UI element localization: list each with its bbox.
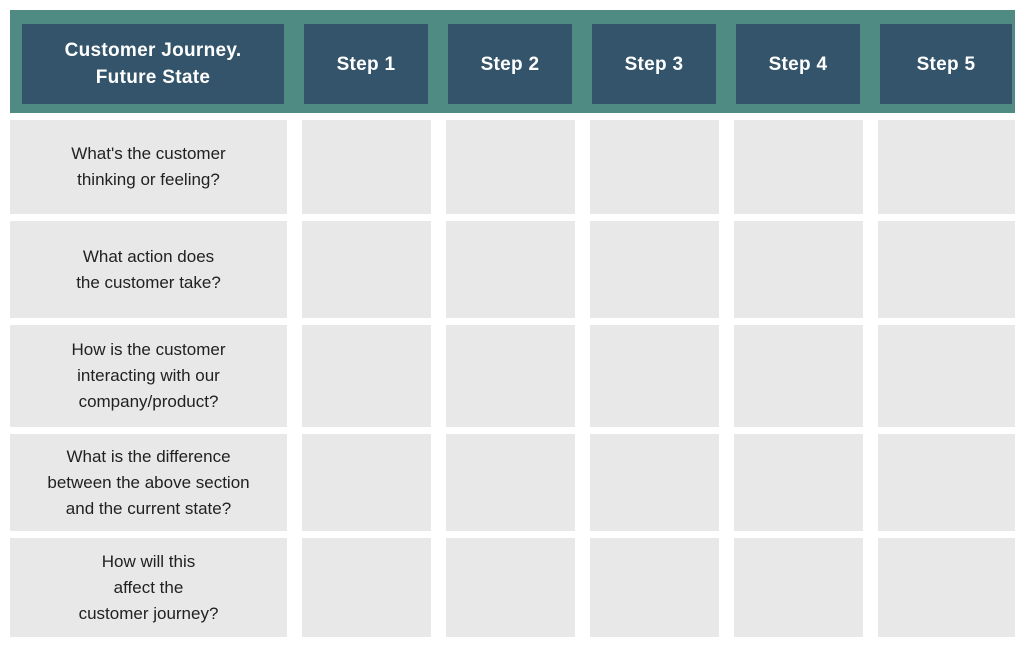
cell-row2-step5[interactable] <box>878 221 1015 318</box>
cell-row5-step3[interactable] <box>590 538 719 637</box>
cell-row1-step4[interactable] <box>734 120 863 214</box>
column-header-step-1: Step 1 <box>304 24 428 104</box>
cell-row5-step4[interactable] <box>734 538 863 637</box>
cell-row2-step4[interactable] <box>734 221 863 318</box>
cell-row3-step1[interactable] <box>302 325 431 427</box>
cell-row1-step3[interactable] <box>590 120 719 214</box>
row-label-customer-action: What action does the customer take? <box>10 221 287 318</box>
column-header-step-4: Step 4 <box>736 24 860 104</box>
cell-row1-step5[interactable] <box>878 120 1015 214</box>
column-header-step-3: Step 3 <box>592 24 716 104</box>
cell-row4-step4[interactable] <box>734 434 863 531</box>
row-label-interaction: How is the customer interacting with our… <box>10 325 287 427</box>
corner-header-cell: Customer Journey. Future State <box>22 24 284 104</box>
cell-row1-step2[interactable] <box>446 120 575 214</box>
cell-row4-step5[interactable] <box>878 434 1015 531</box>
row-label-affect-journey: How will this affect the customer journe… <box>10 538 287 637</box>
cell-row5-step1[interactable] <box>302 538 431 637</box>
cell-row3-step3[interactable] <box>590 325 719 427</box>
cell-row4-step3[interactable] <box>590 434 719 531</box>
cell-row5-step5[interactable] <box>878 538 1015 637</box>
cell-row1-step1[interactable] <box>302 120 431 214</box>
cell-row2-step2[interactable] <box>446 221 575 318</box>
cell-row4-step1[interactable] <box>302 434 431 531</box>
row-label-thinking-feeling: What's the customer thinking or feeling? <box>10 120 287 214</box>
column-header-step-2: Step 2 <box>448 24 572 104</box>
cell-row2-step3[interactable] <box>590 221 719 318</box>
row-label-difference-current-state: What is the difference between the above… <box>10 434 287 531</box>
cell-row3-step5[interactable] <box>878 325 1015 427</box>
cell-row3-step2[interactable] <box>446 325 575 427</box>
cell-row4-step2[interactable] <box>446 434 575 531</box>
cell-row5-step2[interactable] <box>446 538 575 637</box>
journey-table: Customer Journey. Future State Step 1 St… <box>10 10 1015 637</box>
column-header-step-5: Step 5 <box>880 24 1012 104</box>
cell-row2-step1[interactable] <box>302 221 431 318</box>
cell-row3-step4[interactable] <box>734 325 863 427</box>
